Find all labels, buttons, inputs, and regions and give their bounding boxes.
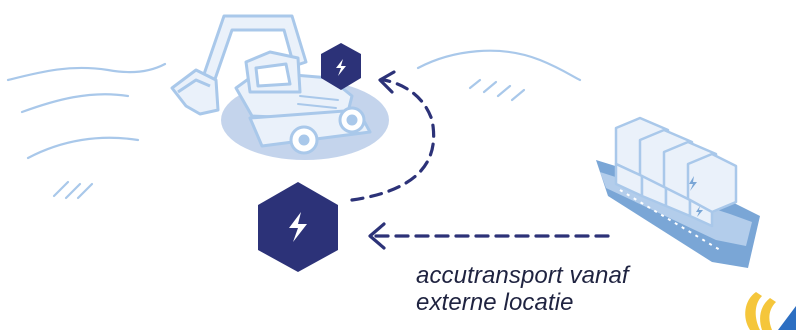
caption-line-2: externe locatie bbox=[416, 289, 574, 316]
arrow-from-ship bbox=[368, 222, 610, 250]
terrain-lines-right bbox=[416, 49, 582, 102]
lightning-icon bbox=[289, 212, 307, 242]
caption-line-1: accutransport vanaf bbox=[416, 262, 629, 289]
arrow-to-excavator bbox=[350, 70, 436, 202]
terrain-lines-left bbox=[6, 62, 167, 200]
excavator-bucket bbox=[170, 68, 220, 116]
battery-large bbox=[258, 182, 338, 272]
lightning-icon bbox=[336, 59, 346, 76]
brand-logo bbox=[745, 292, 796, 330]
caption: accutransport vanaf externe locatie bbox=[416, 262, 746, 316]
lightning-icon bbox=[696, 206, 703, 217]
lightning-icon bbox=[689, 176, 697, 191]
battery-small bbox=[321, 43, 361, 90]
cargo-ship bbox=[596, 116, 760, 268]
excavator bbox=[170, 14, 389, 160]
